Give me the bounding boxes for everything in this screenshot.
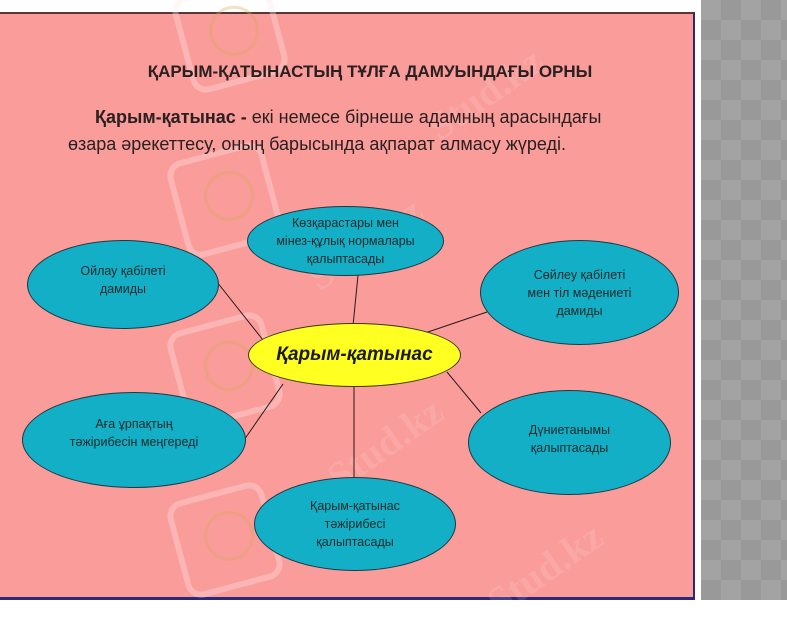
center-node: Қарым-қатынас: [248, 323, 461, 387]
node-elders-experience: Аға ұрпақтың тәжірибесін меңгереді: [22, 392, 246, 488]
definition-paragraph: Қарым-қатынас - екі немесе бірнеше адамн…: [68, 104, 695, 158]
connector-lines: [216, 274, 488, 478]
node-communication-experience: Қарым-қатынас тәжірибесі қалыптасады: [254, 477, 456, 571]
node-thinking: Ойлау қабілеті дамиды: [27, 240, 219, 329]
definition-term: Қарым-қатынас: [95, 107, 236, 127]
definition-line2: өзара әрекеттесу, оның барысында ақпарат…: [68, 134, 566, 154]
node-speech: Сөйлеу қабілеті мен тіл мәдениеті дамиды: [480, 240, 679, 345]
node-worldview: Дүниетанымы қалыптасады: [468, 390, 671, 495]
definition-line1: екі немесе бірнеше адамның арасындағы: [251, 107, 602, 127]
slide-title: ҚАРЫМ-ҚАТЫНАСТЫҢ ТҰЛҒА ДАМУЫНДАҒЫ ОРНЫ: [147, 62, 593, 81]
side-pattern-strip: [701, 0, 787, 600]
definition-dash: -: [235, 107, 252, 127]
node-views-norms: Көзқарастары мен мінез-құлық нормалары қ…: [247, 206, 444, 276]
